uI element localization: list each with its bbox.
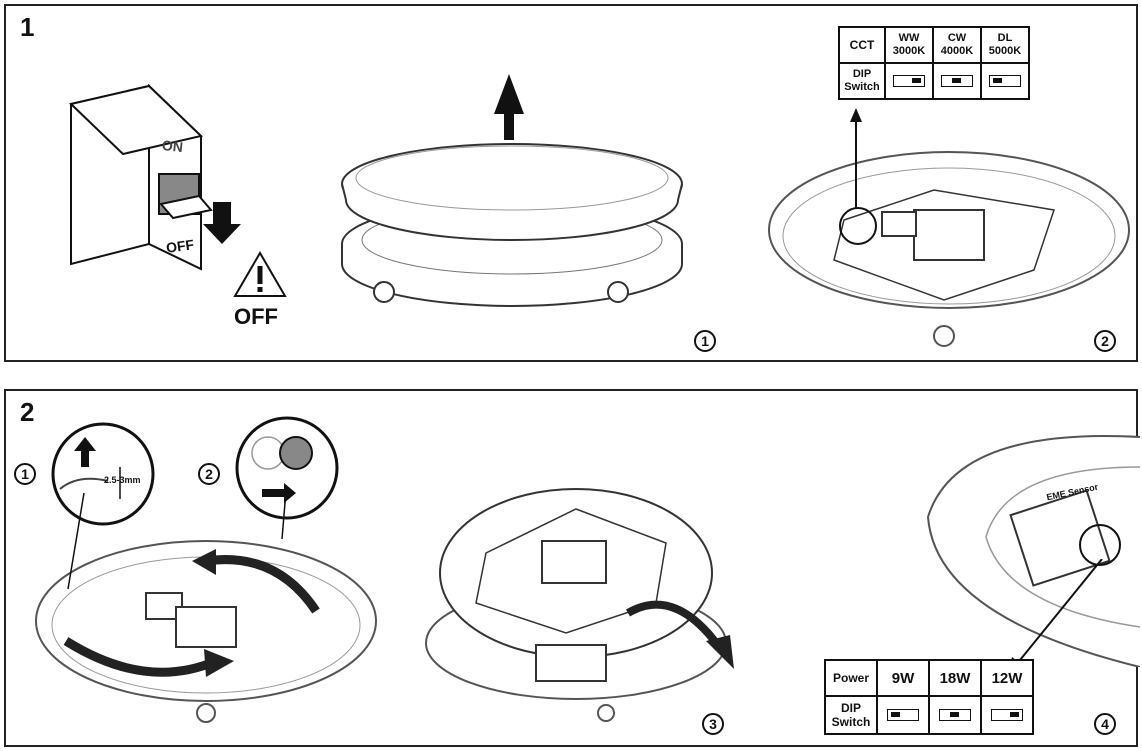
right-arrow-icon [262, 483, 296, 503]
sensor-dip-highlight [1079, 524, 1121, 566]
gap-measurement-label: 2.5-3mm [104, 475, 141, 485]
dip-switch-ww [884, 62, 934, 100]
up-arrow-icon [74, 437, 96, 467]
panel-number: 1 [20, 12, 35, 42]
flip-arrow-icon [706, 635, 734, 669]
step-marker-1: 1 [14, 463, 36, 485]
warning-triangle-icon [233, 251, 287, 297]
rotate-arrow-icon [192, 549, 216, 575]
step-2-panel: 2 1 2 2.5-3mm [4, 389, 1140, 747]
pointer-line [850, 108, 862, 208]
up-arrow-icon [494, 74, 524, 140]
dip-switch-dl [980, 62, 1030, 100]
step-marker-3: 3 [702, 713, 724, 735]
warning-off-label: OFF [234, 304, 278, 329]
step-1-panel: 1 ON OFF OFF 1 [4, 4, 1138, 362]
sensor-base-illustration [926, 435, 1140, 667]
rotate-arrow-icon [204, 649, 234, 677]
power-column-9w: 9W [876, 659, 930, 697]
dip-switch-9w [876, 695, 930, 735]
dip-switch-highlight [839, 207, 877, 245]
circuit-breaker-illustration [68, 84, 241, 271]
power-column-18w: 18W [928, 659, 982, 697]
power-header-label: Power [824, 659, 878, 697]
switch-on-label: ON [161, 136, 184, 156]
dip-switch-cw [932, 62, 982, 100]
cct-header-label: CCT [838, 26, 886, 64]
led-module-lift-illustration [425, 488, 734, 722]
dip-switch-18w [928, 695, 982, 735]
pointer-lines [67, 491, 287, 590]
panel-number: 2 [20, 397, 35, 427]
screw-detail-magnifier [235, 416, 339, 520]
dip-switch-12w [980, 695, 1034, 735]
step-marker-2: 2 [198, 463, 220, 485]
step-marker-2: 2 [1094, 330, 1116, 352]
led-board-rotation-illustration [35, 540, 377, 723]
down-arrow-icon [203, 202, 241, 244]
gap-detail-magnifier [51, 422, 155, 526]
lamp-cover-removal-illustration [341, 74, 683, 307]
step-marker-1: 1 [694, 330, 716, 352]
power-column-12w: 12W [980, 659, 1034, 697]
lamp-led-board-illustration [768, 151, 1130, 347]
step-marker-4: 4 [1094, 713, 1116, 735]
